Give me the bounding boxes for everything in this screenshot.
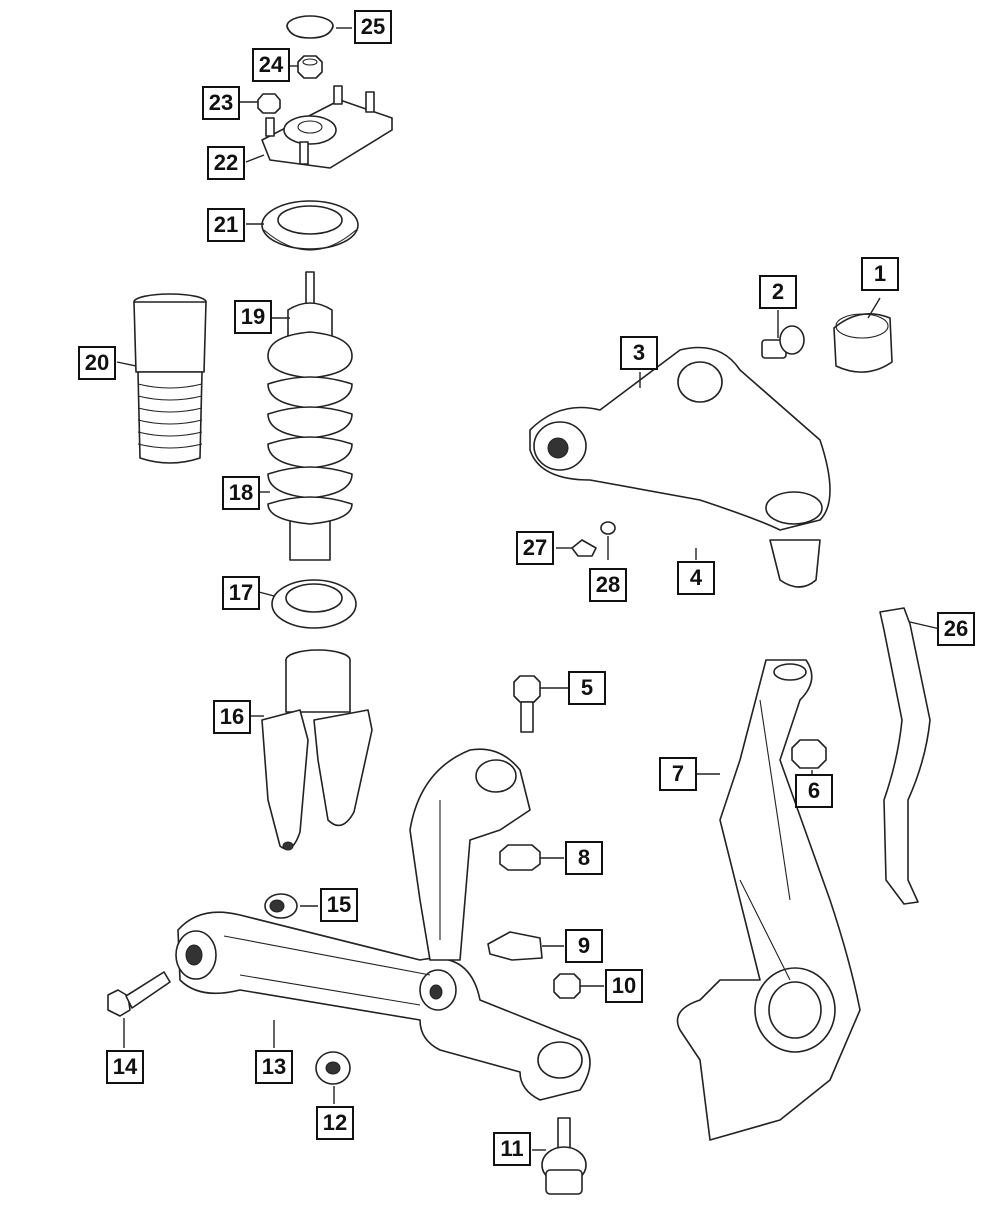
part-12-nut [315,1051,351,1085]
part-11-ball-joint [541,1117,587,1195]
callout-5: 5 [568,671,606,705]
callout-25: 25 [354,10,392,44]
part-27-bolt [571,539,597,557]
callout-7: 7 [659,757,697,791]
part-20-dust-boot [133,293,207,464]
part-13-lower-control-arm [175,748,591,1101]
callout-20: 20 [78,346,116,380]
callout-21: 21 [207,208,245,242]
part-5-bolt [513,675,541,733]
part-2-bolt [761,325,805,359]
callout-2: 2 [759,275,797,309]
part-25-dust-cap [286,15,334,39]
callout-4: 4 [677,561,715,595]
part-1-bushing [833,312,893,373]
callout-10: 10 [605,969,643,1003]
callout-27: 27 [516,531,554,565]
callout-8: 8 [565,841,603,875]
callout-9: 9 [565,929,603,963]
part-21-upper-spring-isolator [261,200,359,251]
callout-28: 28 [589,568,627,602]
part-26-bracket [879,607,931,905]
part-24-nut [297,55,323,79]
callout-6: 6 [795,774,833,808]
callout-19: 19 [234,300,272,334]
part-10-nut [553,973,581,999]
part-14-bolt [107,971,171,1017]
part-28-washer [600,521,616,535]
callout-3: 3 [620,336,658,370]
callout-23: 23 [202,86,240,120]
part-6-nut [791,739,827,769]
part-4-upper-control-arm [529,346,831,588]
callout-26: 26 [937,612,975,646]
callout-14: 14 [106,1050,144,1084]
callout-13: 13 [255,1050,293,1084]
callout-22: 22 [207,146,245,180]
part-22-strut-mount [261,85,393,169]
callout-12: 12 [316,1106,354,1140]
part-16-strut-clevis [261,649,373,851]
callout-24: 24 [252,48,290,82]
part-23-nut [257,93,281,114]
part-8-nut [499,844,541,871]
part-7-steering-knuckle [676,659,861,1141]
part-17-lower-spring-isolator [271,579,357,629]
callout-1: 1 [861,257,899,291]
callout-11: 11 [493,1132,531,1166]
callout-17: 17 [222,576,260,610]
callout-18: 18 [222,476,260,510]
callout-16: 16 [213,700,251,734]
part-9-sensor [487,931,543,961]
callout-15: 15 [320,888,358,922]
part-15-bushing [264,893,298,919]
part-18-coil-spring [267,331,353,525]
leader-lines [116,27,941,1151]
